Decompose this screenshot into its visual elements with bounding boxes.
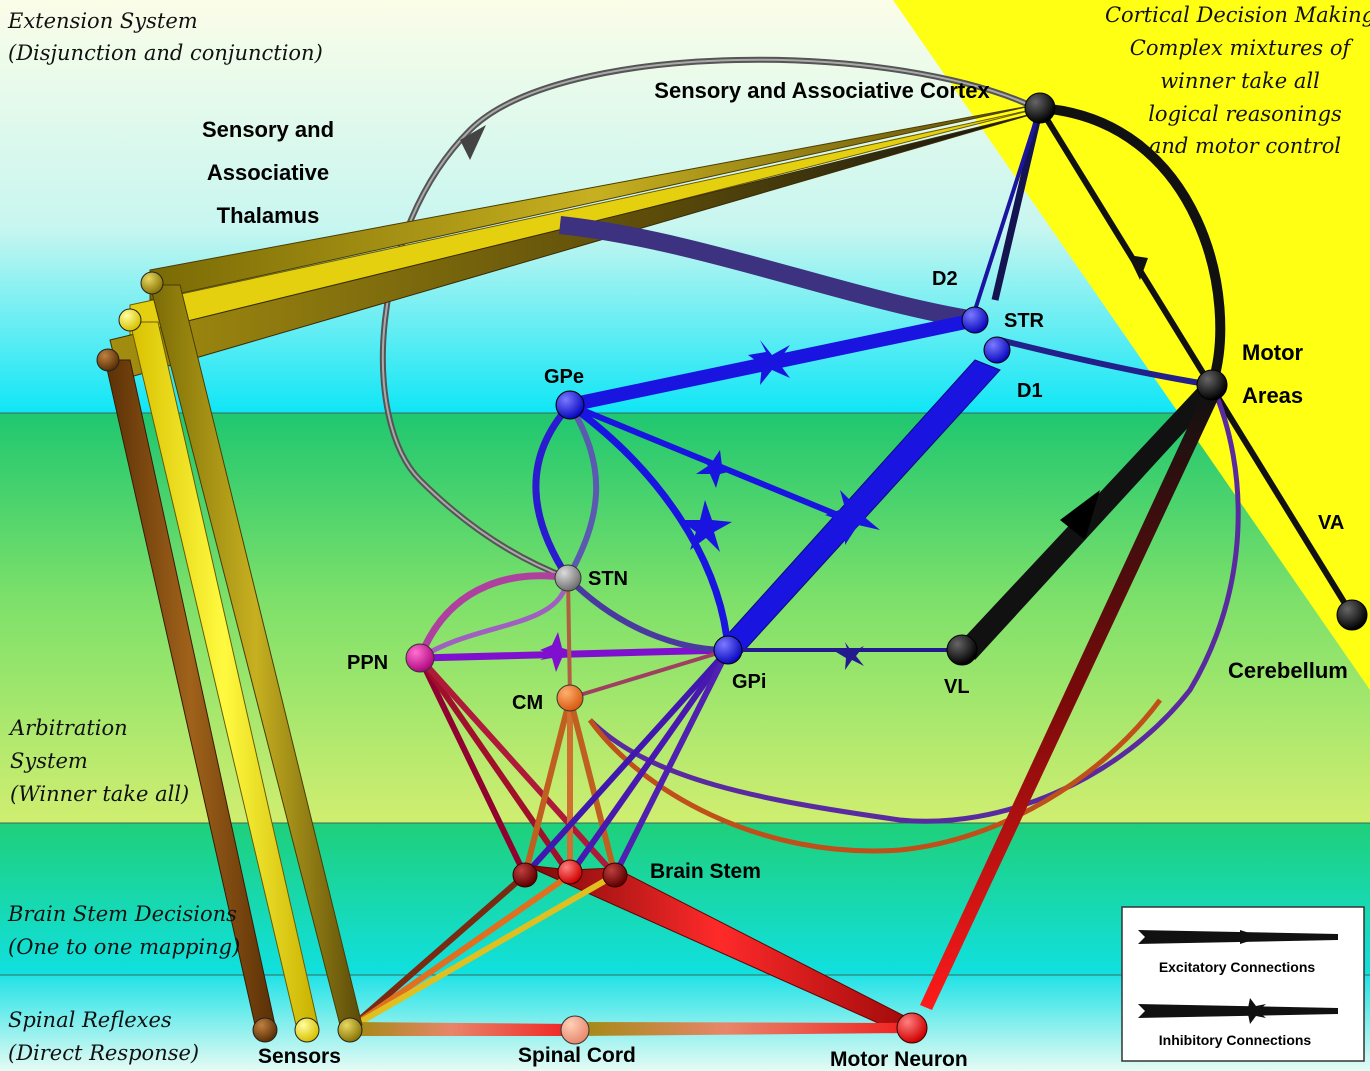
cortical-system-line-3: winner take all <box>1160 69 1320 93</box>
spinal-system-subtitle: (Direct Response) <box>8 1041 199 1065</box>
sensor-node-2 <box>294 1017 320 1043</box>
motor-areas-node <box>1196 369 1228 401</box>
spinal-motorneuron-band <box>575 1022 910 1036</box>
stn-node <box>554 564 582 592</box>
cortical-system-line-4: logical reasonings <box>1148 102 1342 126</box>
brainstem-node-3 <box>602 862 628 888</box>
ppn-node <box>405 643 435 673</box>
cortical-system-line-5: and motor control <box>1149 134 1341 158</box>
motor-motorneuron-band <box>920 390 1220 1010</box>
gpe-label: GPe <box>544 366 584 388</box>
extension-system-title: Extension System <box>7 9 198 33</box>
sensor-node-1 <box>252 1017 278 1043</box>
extension-system-subtitle: (Disjunction and conjunction) <box>8 41 323 65</box>
brainstem-label: Brain Stem <box>650 860 761 883</box>
brainstem-node-2 <box>557 859 583 885</box>
ppn-gpi-link <box>419 646 729 662</box>
motor-neuron-label: Motor Neuron <box>830 1048 968 1071</box>
thalamus-label-1: Sensory and <box>202 117 334 142</box>
cortex-d2-line <box>991 107 1044 301</box>
stn-gpi-link <box>565 575 729 653</box>
brainstem-system-subtitle: (One to one mapping) <box>8 935 240 959</box>
thalamus-node-3 <box>140 271 164 295</box>
spinal-cord-node <box>560 1015 590 1045</box>
vl-label: VL <box>944 676 970 698</box>
brainstem-node-1 <box>512 862 538 888</box>
gpi-label: GPi <box>732 671 766 693</box>
gpi-node <box>713 635 743 665</box>
sensor-node-3 <box>337 1017 363 1043</box>
str-motor-link <box>999 337 1213 388</box>
cm-label: CM <box>512 692 543 714</box>
cortical-system-line-2: Complex mixtures of <box>1130 36 1354 60</box>
gpe-gpi-link <box>567 402 732 649</box>
brainstem-system-title: Brain Stem Decisions <box>7 902 237 926</box>
cm-node <box>556 684 584 712</box>
ppn-brainstem-1 <box>417 656 528 877</box>
gpe-node <box>555 390 585 420</box>
cerebellum-label: Cerebellum <box>1228 658 1348 683</box>
sensors-label: Sensors <box>258 1045 341 1068</box>
cortical-zone <box>893 0 1370 690</box>
gpi-brainstem-1 <box>522 647 731 878</box>
arbitration-system-line-1: Arbitration <box>8 716 128 740</box>
cortex-label: Sensory and Associative Cortex <box>654 78 990 103</box>
motor-areas-label-2: Areas <box>1242 383 1303 408</box>
sensors-spinal-band <box>350 1022 575 1036</box>
sensors-brainstem-1 <box>348 872 527 1031</box>
cm-brainstem-1 <box>522 697 573 876</box>
thalamus-node-1 <box>96 348 120 372</box>
va-node <box>1336 599 1368 631</box>
d2-node <box>961 306 989 334</box>
spinal-system-title: Spinal Reflexes <box>8 1008 172 1032</box>
thalamus-str-band <box>559 216 977 329</box>
vl-node <box>946 634 978 666</box>
legend-inhibitory-label: Inhibitory Connections <box>1159 1032 1312 1048</box>
arbitration-system-line-2: System <box>10 749 88 773</box>
sensor-thalamus-band-olive <box>149 284 363 1026</box>
va-label: VA <box>1318 512 1344 534</box>
thalamus-label-2: Associative <box>207 160 329 185</box>
ppn-label: PPN <box>347 652 388 674</box>
str-label: STR <box>1004 310 1045 332</box>
motor-neuron-node <box>896 1012 928 1044</box>
excitatory-sample-arrow <box>1138 930 1338 944</box>
spinal-cord-label: Spinal Cord <box>518 1044 636 1067</box>
d1-label: D1 <box>1017 380 1043 402</box>
ppn-stn-link <box>416 572 569 660</box>
cortical-system-line-1: Cortical Decision Making <box>1105 3 1370 27</box>
d1-node <box>983 336 1011 364</box>
thalamus-label-3: Thalamus <box>217 203 320 228</box>
legend-excitatory-label: Excitatory Connections <box>1159 959 1316 975</box>
legend: Excitatory Connections Inhibitory Connec… <box>1121 906 1365 1062</box>
cortex-node <box>1024 92 1056 124</box>
gpe-stn-link <box>532 402 573 580</box>
cortex-motor-arc <box>1039 103 1226 387</box>
motor-areas-label-1: Motor <box>1242 340 1304 365</box>
d2-label: D2 <box>932 268 958 290</box>
thalamus-node-2 <box>118 308 142 332</box>
stn-label: STN <box>588 568 628 590</box>
arbitration-system-line-3: (Winner take all) <box>10 782 189 806</box>
gray-loop-arrowhead <box>460 125 486 160</box>
cortex-va-line <box>1037 106 1355 617</box>
